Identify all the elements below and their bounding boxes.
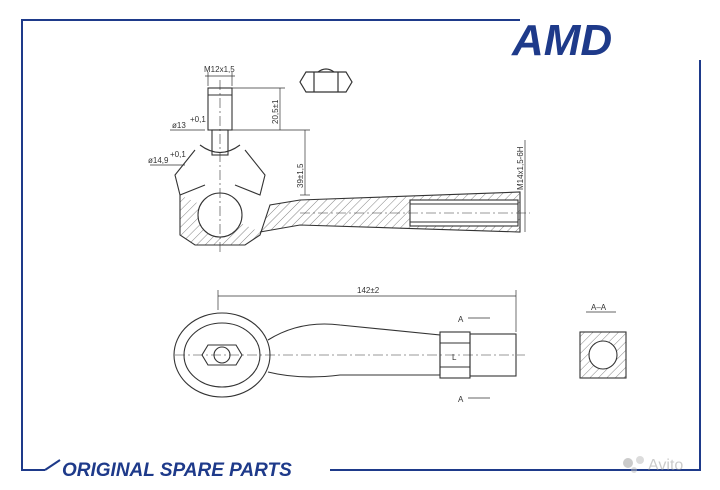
side-dimensions [150, 72, 526, 232]
top-dimensions [217, 290, 517, 399]
footer-banner: ORIGINAL SPARE PARTS [44, 459, 292, 481]
label-thread-pin: M12x1,5 [204, 65, 235, 74]
top-view [173, 312, 525, 398]
label-mark-l: L [452, 353, 457, 362]
side-view [174, 80, 530, 255]
label-overall-length: 142±2 [357, 286, 380, 295]
watermark-text: Avito [648, 457, 683, 474]
footer-text: ORIGINAL SPARE PARTS [62, 460, 292, 481]
section-view [579, 331, 627, 379]
label-dia14: ø14,9 [148, 156, 169, 165]
brand-logo: AMD [511, 16, 612, 65]
label-cut-top: A [458, 315, 464, 324]
label-cut-bottom: A [458, 395, 464, 404]
logo-text: AMD [511, 16, 612, 65]
nut-icon [299, 68, 353, 93]
label-section: A–A [591, 303, 607, 312]
label-dia13: ø13 [172, 121, 186, 130]
label-height: 39±1,5 [296, 163, 305, 188]
label-dia14-tol: +0,1 [170, 150, 186, 159]
frame-border [21, 19, 701, 471]
label-thread-end: M14x1,5-6H [516, 146, 525, 190]
avito-watermark: Avito [623, 456, 683, 474]
label-stud-length: 20,5±1 [271, 99, 280, 124]
label-dia13-tol: +0,1 [190, 115, 206, 124]
